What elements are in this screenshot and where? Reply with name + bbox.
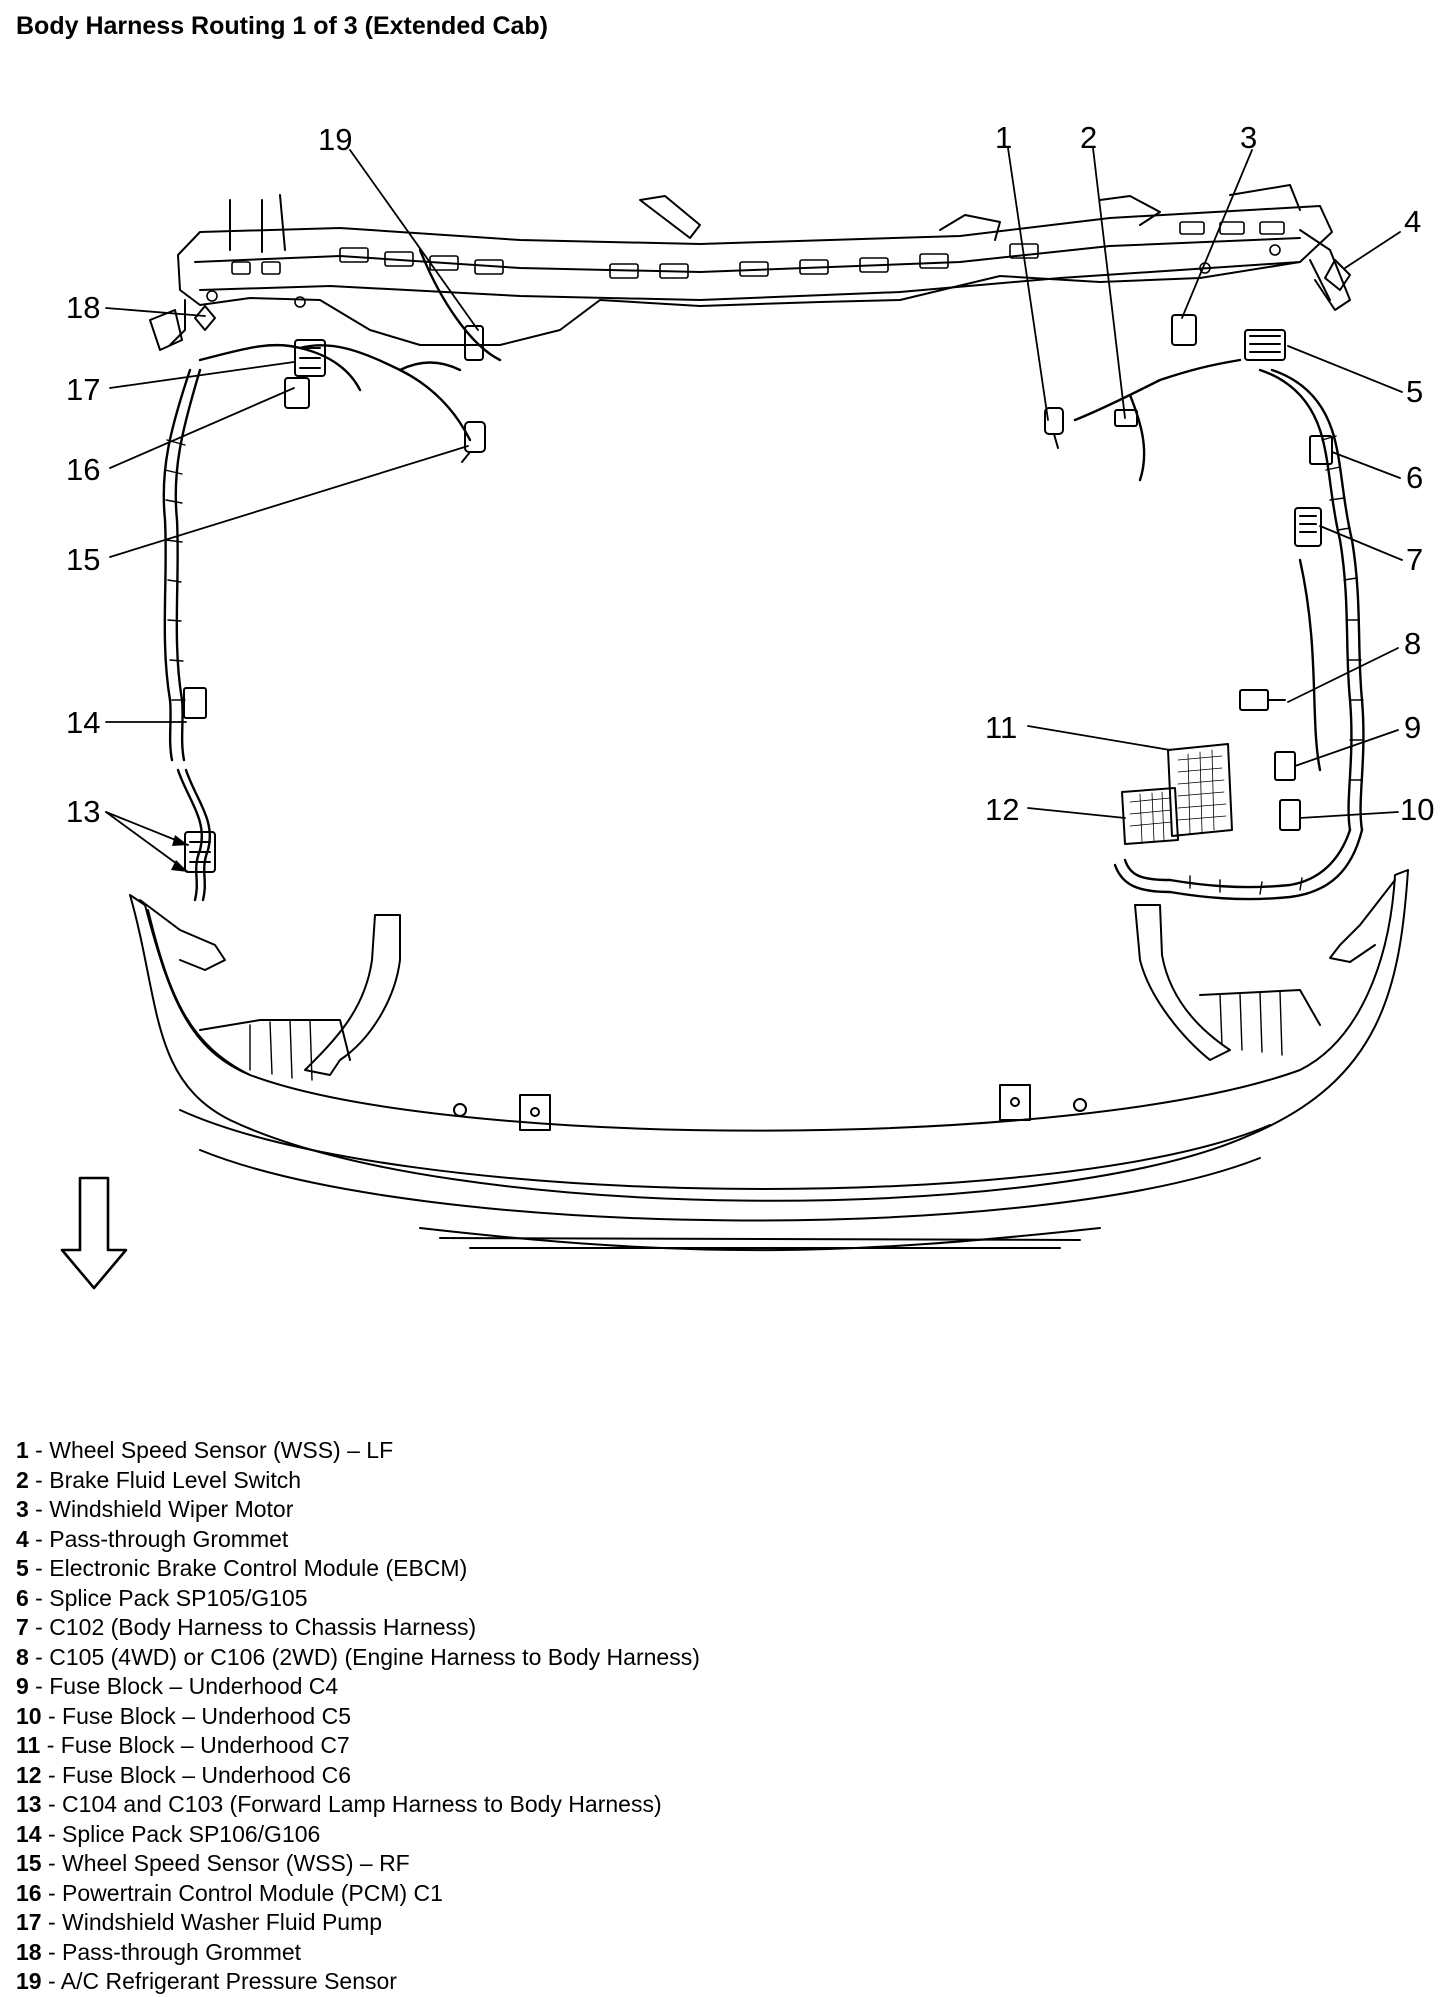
callout-14: 14: [66, 705, 100, 740]
legend-item: 10 - Fuse Block – Underhood C5: [16, 1702, 351, 1729]
callout-3: 3: [1240, 120, 1257, 155]
legend-item: 8 - C105 (4WD) or C106 (2WD) (Engine Har…: [16, 1643, 700, 1670]
callout-11: 11: [985, 710, 1017, 745]
front-bumper: [129, 869, 1409, 1252]
callout-17: 17: [66, 372, 100, 407]
callout-19: 19: [318, 122, 352, 157]
forward-arrow-icon: [60, 1176, 128, 1290]
legend-item: 19 - A/C Refrigerant Pressure Sensor: [16, 1968, 397, 1994]
legend-item: 7 - C102 (Body Harness to Chassis Harnes…: [16, 1614, 477, 1640]
callout-8: 8: [1404, 626, 1421, 661]
leader-arrowheads: [171, 835, 188, 872]
component-legend: 1 - Wheel Speed Sensor (WSS) – LF 2 - Br…: [16, 1436, 700, 1997]
callout-4: 4: [1404, 204, 1421, 239]
legend-item: 18 - Pass-through Grommet: [16, 1938, 302, 1965]
radiator-support: [149, 184, 1351, 351]
legend-item: 12 - Fuse Block – Underhood C6: [16, 1761, 351, 1788]
callout-9: 9: [1404, 710, 1421, 745]
callout-15: 15: [66, 542, 100, 577]
harness-routing-diagram: 1 2 3 4 5 6 7 8 9 10 11 12 13 14 15 16 1…: [60, 120, 1434, 1290]
legend-item: 17 - Windshield Washer Fluid Pump: [16, 1909, 383, 1935]
legend-item: 14 - Splice Pack SP106/G106: [16, 1820, 321, 1847]
callout-7: 7: [1406, 542, 1423, 577]
legend-item: 2 - Brake Fluid Level Switch: [16, 1466, 302, 1493]
leader-lines: [105, 147, 1403, 873]
body-harness: [162, 248, 1365, 902]
legend-item: 13 - C104 and C103 (Forward Lamp Harness…: [16, 1791, 662, 1817]
harness-wraps: [164, 435, 1364, 895]
legend-item: 11 - Fuse Block – Underhood C7: [16, 1732, 350, 1758]
legend-item: 5 - Electronic Brake Control Module (EBC…: [16, 1555, 468, 1581]
legend-item: 15 - Wheel Speed Sensor (WSS) – RF: [16, 1850, 410, 1876]
callout-16: 16: [66, 452, 100, 487]
callout-18: 18: [66, 290, 100, 325]
callout-12: 12: [985, 792, 1019, 827]
callout-2: 2: [1080, 120, 1097, 155]
callout-labels: 1 2 3 4 5 6 7 8 9 10 11 12 13 14 15 16 1…: [66, 120, 1434, 829]
legend-item: 16 - Powertrain Control Module (PCM) C1: [16, 1879, 443, 1906]
legend-item: 9 - Fuse Block – Underhood C4: [16, 1673, 339, 1699]
callout-1: 1: [995, 120, 1012, 155]
legend-item: 4 - Pass-through Grommet: [16, 1525, 289, 1552]
callout-6: 6: [1406, 460, 1423, 495]
components: [183, 259, 1351, 873]
page-title: Body Harness Routing 1 of 3 (Extended Ca…: [16, 12, 549, 40]
callout-5: 5: [1406, 374, 1423, 409]
legend-item: 3 - Windshield Wiper Motor: [16, 1496, 294, 1522]
callout-13: 13: [66, 794, 100, 829]
legend-item: 1 - Wheel Speed Sensor (WSS) – LF: [16, 1437, 394, 1463]
legend-item: 6 - Splice Pack SP105/G105: [16, 1584, 308, 1611]
callout-10: 10: [1400, 792, 1434, 827]
